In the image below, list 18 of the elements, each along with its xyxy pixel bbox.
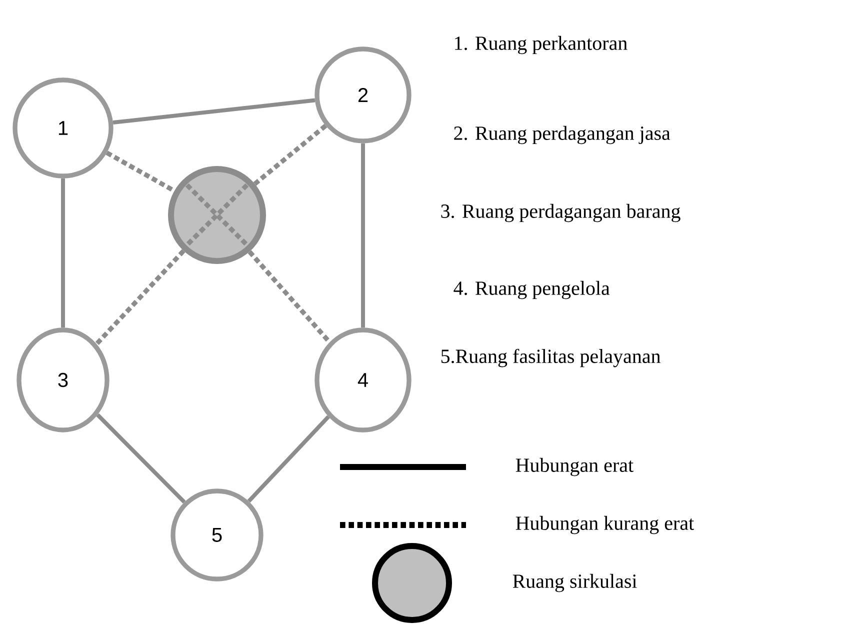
room-list-item: 2. Ruang perdagangan jasa: [454, 126, 670, 144]
connector-line: [96, 413, 186, 504]
legend-label: Ruang sirkulasi: [512, 574, 637, 592]
connector-line: [253, 124, 328, 186]
circulation-circle: [168, 166, 266, 264]
connector-line: [248, 250, 332, 344]
room-list-item: 3. Ruang perdagangan barang: [441, 204, 680, 222]
room-list-item: 4. Ruang pengelola: [454, 280, 610, 300]
room-list-item: 5.Ruang fasilitas pelayanan: [441, 348, 660, 368]
connector-line: [94, 249, 186, 346]
legend-label: Hubungan erat: [516, 458, 634, 476]
connector-line: [112, 98, 316, 124]
room-list-item: 1. Ruang perkantoran: [455, 36, 628, 54]
connector-line: [106, 150, 176, 193]
connector-line: [247, 415, 330, 503]
connector-line: [361, 143, 365, 328]
legend-label: Hubungan kurang erat: [516, 516, 694, 534]
connector-line: [61, 178, 65, 328]
